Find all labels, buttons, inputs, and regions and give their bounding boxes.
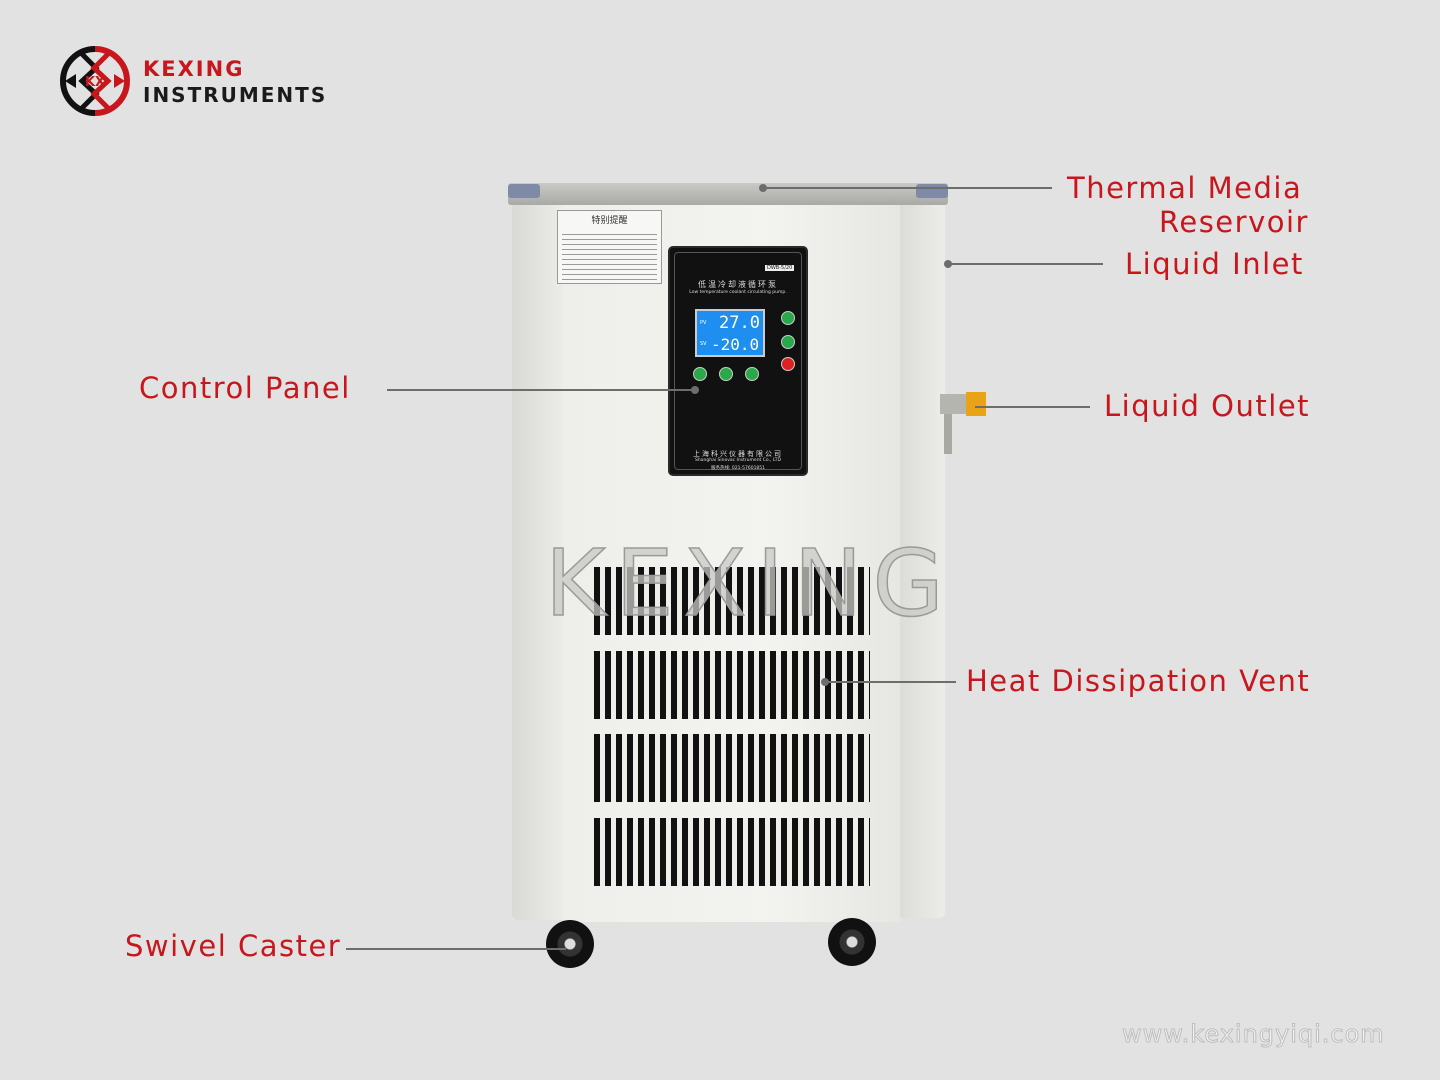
- label-liquid-inlet: Liquid Inlet: [1125, 247, 1304, 281]
- callout-line: [387, 389, 695, 391]
- down-arrow-button[interactable]: [745, 367, 759, 381]
- set-button[interactable]: [693, 367, 707, 381]
- panel-title: 低温冷却液循环泵: [698, 280, 778, 289]
- kx-logo-icon: KX: [60, 46, 130, 116]
- brand-subtitle: INSTRUMENTS: [143, 83, 328, 107]
- vent-grille: [594, 567, 870, 635]
- label-reservoir-2: Reservoir: [1159, 205, 1309, 239]
- callout-line: [975, 406, 1090, 408]
- callout-line: [948, 263, 1103, 265]
- lid-corner: [508, 184, 540, 198]
- label-swivel-caster: Swivel Caster: [125, 929, 342, 963]
- callout-line: [763, 187, 1052, 189]
- watermark: KEXING: [544, 529, 954, 638]
- svg-text:KX: KX: [85, 75, 105, 90]
- vent-grille: [594, 651, 870, 719]
- side-panel: [512, 200, 564, 920]
- company-name-cn: 上海科兴仪器有限公司: [693, 450, 783, 458]
- label-heat-vent: Heat Dissipation Vent: [966, 664, 1311, 698]
- model-badge: DWB-5/20: [765, 265, 795, 271]
- callout-line: [346, 948, 566, 950]
- circulation-button[interactable]: [781, 311, 795, 325]
- refrigeration-button[interactable]: [781, 335, 795, 349]
- vent-grille: [594, 818, 870, 886]
- company-name-en: Shanghai Sinovac Instrument Co., LTD: [695, 458, 781, 463]
- panel-subtitle: Low temperature coolant circulating pump…: [689, 290, 787, 295]
- up-arrow-button[interactable]: [719, 367, 733, 381]
- warning-sticker: 特别提醒: [557, 210, 662, 284]
- label-reservoir: Thermal Media: [1067, 171, 1303, 205]
- sticker-title: 特别提醒: [591, 216, 628, 226]
- sv-label: SV: [700, 341, 707, 347]
- outlet-valve-icon: [940, 392, 986, 454]
- callout-line: [825, 681, 956, 683]
- right-panel: [900, 200, 945, 918]
- sticker-text: [562, 230, 657, 282]
- power-button[interactable]: [781, 357, 795, 371]
- callout-dot: [691, 386, 699, 394]
- control-panel: DWB-5/20 低温冷却液循环泵 Low temperature coolan…: [668, 246, 808, 476]
- sv-value: -20.0: [711, 335, 760, 354]
- lcd-display: PV 27.0 SV -20.0: [695, 309, 765, 357]
- service-hotline: 服务热线: 021-57601851: [710, 466, 766, 471]
- label-control-panel: Control Panel: [139, 371, 351, 405]
- website-watermark: www.kexingyiqi.com: [1122, 1020, 1385, 1049]
- vent-grille: [594, 734, 870, 802]
- pv-label: PV: [700, 320, 707, 326]
- pv-value: 27.0: [719, 313, 760, 333]
- brand-name: KEXING: [143, 57, 245, 81]
- swivel-caster-wheel: [546, 920, 594, 968]
- swivel-caster-wheel: [828, 918, 876, 966]
- label-liquid-outlet: Liquid Outlet: [1104, 389, 1311, 423]
